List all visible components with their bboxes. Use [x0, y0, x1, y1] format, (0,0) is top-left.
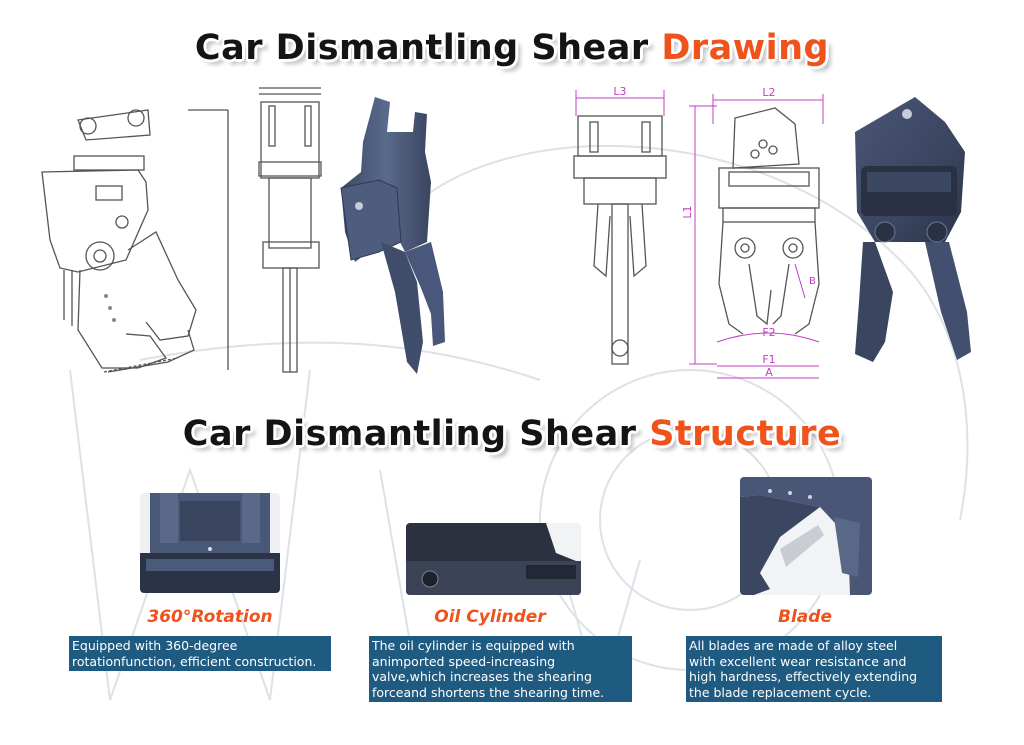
dim-l2-label: L2 [762, 86, 775, 99]
drawing-title: Car Dismantling Shear Drawing [0, 28, 1024, 68]
structure-title-accent: Structure [649, 414, 842, 454]
desc-line: with excellent wear resistance and [689, 653, 907, 669]
desc-line: forceand shortens the shearing time. [372, 684, 605, 700]
shear-render-front [855, 97, 971, 362]
shear-render-side [340, 97, 445, 374]
desc-line: animported speed-increasing [372, 653, 556, 669]
desc-line: All blades are made of alloy steel [689, 638, 898, 653]
top-view-drawing: L3 [573, 86, 667, 365]
dim-f1-label: F1 [762, 353, 775, 366]
desc-line: valve,which increases the shearing [372, 669, 592, 684]
structure-title: Car Dismantling Shear Structure [0, 414, 1024, 454]
desc-line: The oil cylinder is equipped with [372, 638, 575, 653]
dim-a-label: A [765, 366, 773, 379]
dim-l3-label: L3 [613, 86, 626, 98]
dim-f2-label: F2 [762, 326, 775, 339]
feature-desc-oil-cylinder: The oil cylinder is equipped with animpo… [369, 636, 632, 702]
dim-b-label: B [809, 276, 816, 287]
front-view-drawing [258, 87, 322, 373]
feature-desc-rotation: Equipped with 360-degree rotationfunctio… [69, 636, 331, 671]
feature-title-rotation: 360°Rotation [147, 607, 273, 627]
oil-cylinder-photo [406, 523, 581, 595]
feature-title-blade: Blade [778, 607, 832, 627]
desc-line: Equipped with 360-degree [72, 638, 238, 653]
drawing-title-accent: Drawing [661, 28, 830, 68]
blade-photo [740, 477, 872, 595]
dim-l1-label: L1 [683, 205, 694, 218]
desc-line: high hardness, effectively extending [689, 669, 918, 684]
rotation-photo [140, 493, 280, 593]
drawing-title-main: Car Dismantling Shear [194, 28, 649, 68]
desc-line: the blade replacement cycle. [689, 684, 872, 700]
dimension-drawing: L2 L1 B F2 F1 A [683, 86, 824, 379]
feature-title-oil-cylinder: Oil Cylinder [434, 607, 546, 627]
feature-desc-blade: All blades are made of alloy steel with … [686, 636, 942, 702]
desc-line: rotationfunction, efficient construction… [72, 653, 317, 669]
structure-title-main: Car Dismantling Shear [182, 414, 637, 454]
side-view-drawing [41, 109, 229, 373]
